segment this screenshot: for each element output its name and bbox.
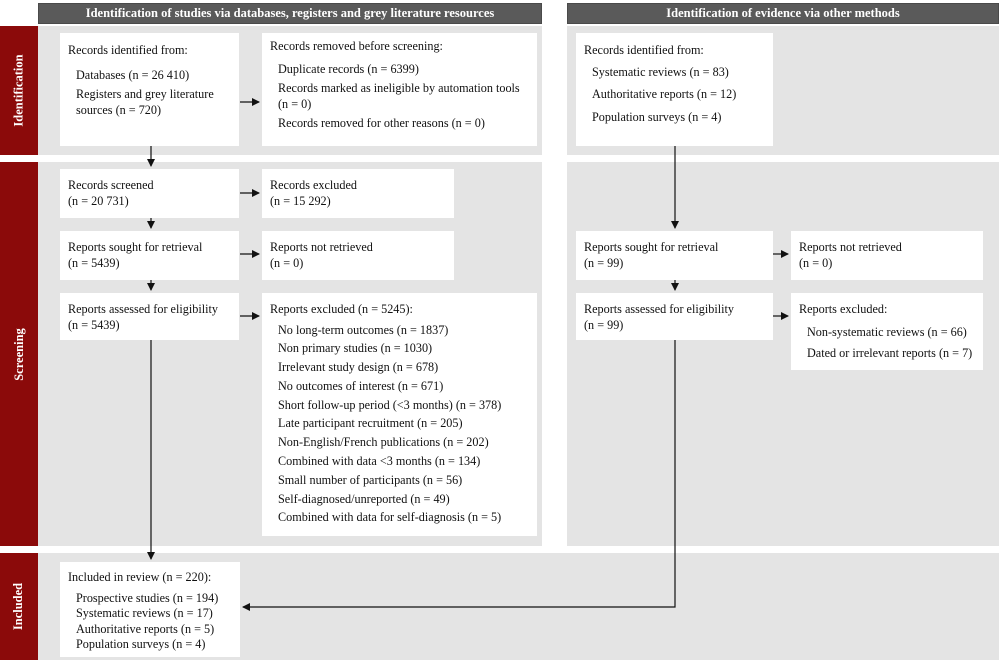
left-reports-excluded-box: Reports excluded (n = 5245): No long-ter… (262, 293, 537, 536)
box-count: (n = 0) (799, 255, 833, 270)
box-title: Reports excluded (n = 5245): (270, 302, 413, 316)
left-column-header-text: Identification of studies via databases,… (85, 6, 495, 20)
exclusion-reason: Combined with data for self-diagnosis (n… (278, 510, 502, 525)
exclusion-reason: Combined with data <3 months (n = 134) (278, 454, 481, 469)
databases-count: Databases (n = 26 410) (76, 67, 190, 82)
box-title: Reports sought for retrieval (584, 240, 719, 254)
right-records-identified-box: Records identified from: Systematic revi… (576, 33, 773, 146)
box-title: Reports assessed for eligibility (584, 302, 734, 316)
stage-label-identification: Identification (0, 26, 38, 155)
exclusion-reason: Non-English/French publications (n = 202… (278, 435, 489, 450)
population-surveys-count: Population surveys (n = 4) (592, 109, 722, 124)
box-title: Included in review (n = 220): (68, 570, 212, 584)
right-column-header: Identification of evidence via other met… (567, 3, 999, 24)
stage-label-screening-text: Screening (11, 327, 26, 381)
left-reports-sought-box: Reports sought for retrieval (n = 5439) (60, 231, 239, 280)
box-title: Reports assessed for eligibility (68, 302, 218, 316)
box-count: (n = 20 731) (68, 193, 129, 208)
ineligible-records-line2: (n = 0) (278, 96, 312, 111)
records-excluded-box: Records excluded (n = 15 292) (262, 169, 454, 218)
registers-count-line1: Registers and grey literature (76, 87, 214, 101)
ineligible-records-line1: Records marked as ineligible by automati… (278, 81, 520, 95)
box-title: Reports not retrieved (799, 240, 902, 254)
right-reports-excluded-box: Reports excluded: Non-systematic reviews… (791, 293, 983, 370)
box-title: Reports excluded: (799, 302, 888, 316)
box-title: Reports not retrieved (270, 240, 373, 254)
included-item: Systematic reviews (n = 17) (76, 606, 213, 620)
box-title: Records identified from: (68, 43, 188, 57)
box-count: (n = 99) (584, 317, 624, 332)
included-item: Authoritative reports (n = 5) (76, 621, 215, 636)
stage-label-screening: Screening (0, 162, 38, 546)
authoritative-reports-count: Authoritative reports (n = 12) (592, 87, 737, 101)
records-screened-box: Records screened (n = 20 731) (60, 169, 239, 218)
included-item: Population surveys (n = 4) (76, 637, 206, 651)
right-reports-assessed-box: Reports assessed for eligibility (n = 99… (576, 293, 773, 340)
exclusion-reason: Late participant recruitment (n = 205) (278, 416, 463, 431)
stage-label-included-text: Included (11, 582, 26, 631)
box-title: Records excluded (270, 178, 357, 192)
included-item: Prospective studies (n = 194) (76, 590, 219, 605)
left-column-header: Identification of studies via databases,… (38, 3, 542, 24)
stage-label-identification-text: Identification (11, 54, 26, 127)
right-reports-not-retrieved-box: Reports not retrieved (n = 0) (791, 231, 983, 280)
exclusion-reason: Small number of participants (n = 56) (278, 472, 463, 487)
duplicate-records: Duplicate records (n = 6399) (278, 61, 419, 76)
box-title: Records screened (68, 178, 154, 192)
included-in-review-box: Included in review (n = 220): Prospectiv… (60, 562, 240, 657)
registers-count-line2: sources (n = 720) (76, 102, 162, 117)
exclusion-reason: Self-diagnosed/unreported (n = 49) (278, 491, 450, 506)
box-title: Records identified from: (584, 43, 704, 57)
right-column-header-text: Identification of evidence via other met… (666, 6, 900, 20)
box-count: (n = 0) (270, 255, 304, 270)
exclusion-reason: Non-systematic reviews (n = 66) (807, 324, 967, 339)
exclusion-reason: Short follow-up period (<3 months) (n = … (278, 397, 502, 412)
box-count: (n = 15 292) (270, 193, 331, 208)
exclusion-reason: Irrelevant study design (n = 678) (278, 360, 439, 375)
exclusion-reason: Non primary studies (n = 1030) (278, 341, 433, 356)
left-records-identified-box: Records identified from: Databases (n = … (60, 33, 239, 146)
box-title: Records removed before screening: (270, 39, 443, 53)
exclusion-reason: No outcomes of interest (n = 671) (278, 378, 444, 393)
left-reports-not-retrieved-box: Reports not retrieved (n = 0) (262, 231, 454, 280)
exclusion-reason: Dated or irrelevant reports (n = 7) (807, 346, 973, 360)
systematic-reviews-count: Systematic reviews (n = 83) (592, 64, 729, 79)
records-removed-box: Records removed before screening: Duplic… (262, 33, 537, 146)
left-reports-assessed-box: Reports assessed for eligibility (n = 54… (60, 293, 239, 340)
other-removed-records: Records removed for other reasons (n = 0… (278, 116, 485, 130)
box-title: Reports sought for retrieval (68, 240, 203, 254)
stage-label-included: Included (0, 553, 38, 660)
exclusion-reason: No long-term outcomes (n = 1837) (278, 322, 449, 337)
box-count: (n = 99) (584, 255, 624, 270)
box-count: (n = 5439) (68, 317, 120, 332)
box-count: (n = 5439) (68, 255, 120, 270)
right-reports-sought-box: Reports sought for retrieval (n = 99) (576, 231, 773, 280)
